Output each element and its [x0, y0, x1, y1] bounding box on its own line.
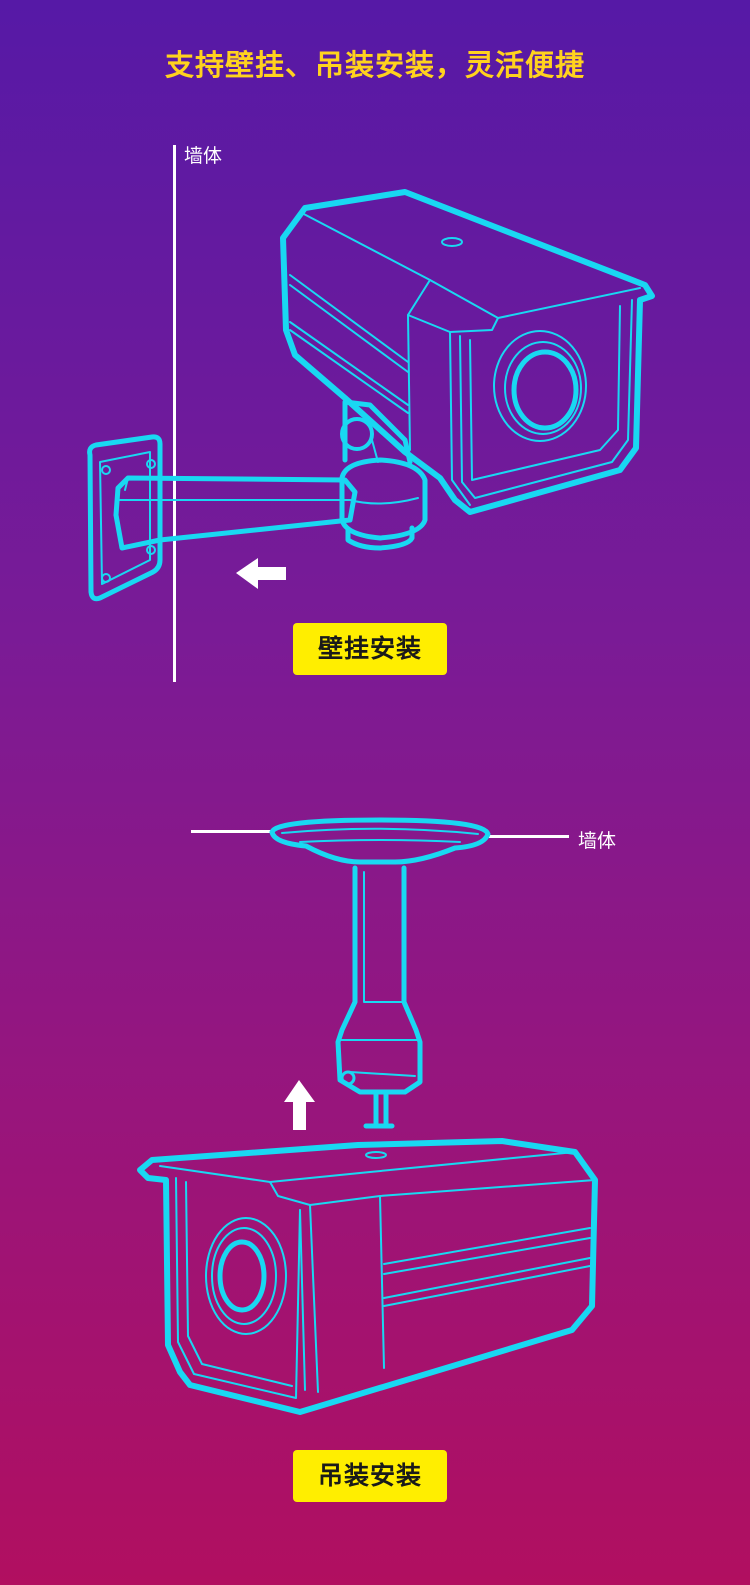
up-arrow-icon [284, 1080, 315, 1130]
wall-label: 墙体 [578, 830, 617, 852]
wall-mounted-camera-illustration [87, 189, 655, 602]
wall-line [173, 145, 176, 682]
wall-label: 墙体 [184, 145, 223, 167]
wall-line-right [489, 835, 569, 838]
wall-line-left [191, 830, 271, 833]
ceiling-mounted-camera-illustration [137, 817, 598, 1415]
wall-mount-tag: 壁挂安装 [293, 623, 447, 675]
ceiling-mount-tag: 吊装安装 [293, 1450, 447, 1502]
left-arrow-icon [236, 558, 286, 589]
headline: 支持壁挂、吊装安装，灵活便捷 [164, 48, 585, 82]
